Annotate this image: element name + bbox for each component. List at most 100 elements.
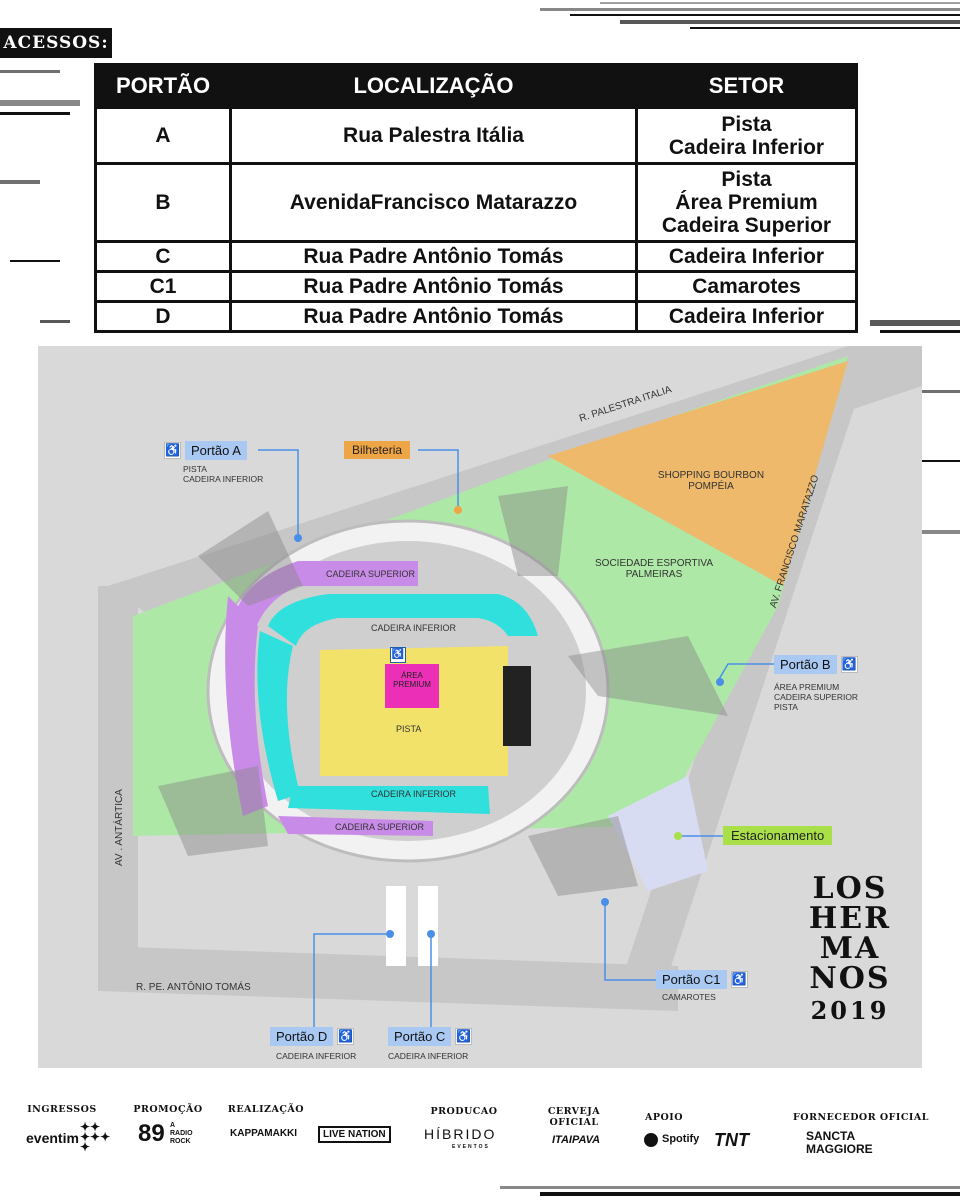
- sector-inferior-top: [268, 594, 538, 646]
- cell-location: Rua Padre Antônio Tomás: [229, 270, 638, 303]
- col-header-portao: PORTÃO: [94, 63, 232, 109]
- table-row: D Rua Padre Antônio Tomás Cadeira Inferi…: [94, 300, 858, 333]
- logo-hibrido: HÍBRIDO: [424, 1126, 497, 1142]
- logo-live-nation: LIVE NATION: [318, 1126, 391, 1143]
- acessos-title: ACESSOS:: [0, 28, 112, 58]
- label-cadeira-inferior-bottom: CADEIRA INFERIOR: [371, 789, 457, 799]
- gate-a: ♿ Portão A: [164, 441, 247, 460]
- cell-sector: Cadeira Inferior: [635, 300, 858, 333]
- logo-itaipava: ITAIPAVA: [552, 1134, 601, 1146]
- map-drawing: [98, 346, 922, 1036]
- entrance-corridor-c: [418, 886, 438, 966]
- entrance-corridor-d: [386, 886, 406, 966]
- cell-sector: Pista Área Premium Cadeira Superior: [635, 162, 858, 243]
- gate-c-sectors: CADEIRA INFERIOR: [388, 1051, 469, 1061]
- gate-d-sectors: CADEIRA INFERIOR: [276, 1051, 357, 1061]
- accessibility-icon: ♿: [337, 1028, 355, 1045]
- connector-gate-c1: [604, 902, 656, 981]
- spotify-icon: [644, 1133, 658, 1147]
- grunge-texture-right: [870, 320, 960, 534]
- sponsor-label-apoio: APOIO: [644, 1112, 683, 1123]
- gate-a-dot: [294, 534, 302, 542]
- gate-c1-dot: [601, 898, 609, 906]
- gate-c: Portão C ♿: [388, 1027, 473, 1046]
- band-logo-line: LOS: [812, 871, 888, 906]
- label-cadeira-inferior-top: CADEIRA INFERIOR: [371, 623, 457, 633]
- parking-area: [608, 776, 708, 891]
- gate-funnel-b: [568, 636, 728, 716]
- sector-pista: [320, 646, 508, 776]
- accessibility-icon-field: ♿: [390, 647, 406, 663]
- sponsors-footer: INGRESSOS eventim ✦✦✦✦✦✦ PROMOÇÃO 89 A R…: [0, 1100, 960, 1180]
- sector-line: Pista: [721, 112, 772, 136]
- cell-location: Rua Palestra Itália: [229, 106, 638, 165]
- logo-spotify: Spotify: [662, 1133, 700, 1145]
- logo-hibrido-sub: EVENTOS: [452, 1144, 490, 1150]
- label-cadeira-superior-top: CADEIRA SUPERIOR: [326, 569, 416, 579]
- estacionamento-dot: [674, 832, 682, 840]
- sector-superior-top: [238, 561, 418, 636]
- cell-gate: B: [94, 162, 232, 243]
- connector-gate-a: [258, 449, 299, 536]
- logo-radio-rock: A RADIO ROCK: [170, 1122, 193, 1145]
- sector-line: Pista: [721, 168, 772, 191]
- col-header-setor: SETOR: [635, 63, 858, 109]
- street-antartica: [98, 586, 138, 986]
- cell-sector: Camarotes: [635, 270, 858, 303]
- accessibility-icon: ♿: [840, 656, 858, 673]
- sector-inferior-bottom: [288, 786, 490, 814]
- sector-superior-bottom: [278, 816, 433, 836]
- label-cadeira-superior-bottom: CADEIRA SUPERIOR: [335, 822, 425, 832]
- gate-d: Portão D ♿: [270, 1027, 355, 1046]
- cell-location: AvenidaFrancisco Matarazzo: [229, 162, 638, 243]
- table-header-row: PORTÃO LOCALIZAÇÃO SETOR: [94, 63, 858, 109]
- shopping-area: [548, 361, 848, 586]
- sector-line: Cadeira Inferior: [668, 135, 825, 159]
- gate-funnel-c1: [528, 816, 638, 896]
- gate-d-label: Portão D: [270, 1027, 334, 1046]
- label-shopping: SHOPPING BOURBON POMPÉIA: [657, 470, 765, 492]
- cell-sector: Pista Cadeira Inferior: [635, 106, 858, 165]
- gate-funnel-b-top: [498, 486, 568, 576]
- gate-b: Portão B ♿: [774, 655, 858, 674]
- accessibility-icon: ♿: [730, 971, 748, 988]
- sector-line: Cadeira Superior: [661, 214, 832, 237]
- cell-location: Rua Padre Antônio Tomás: [229, 240, 638, 273]
- table-row: B AvenidaFrancisco Matarazzo Pista Área …: [94, 162, 858, 243]
- connector-gate-b: [717, 663, 774, 682]
- stadium-map: R. PALESTRA ITALIA AV. FRANCISCO MARATAZ…: [38, 346, 922, 1068]
- band-logo-year: 2019: [810, 996, 890, 1025]
- stage: [503, 666, 531, 746]
- band-logo: LOS HER MA NOS 2019: [800, 874, 900, 1026]
- gate-b-sectors: ÁREA PREMIUM CADEIRA SUPERIOR PISTA: [774, 682, 859, 712]
- gate-a-label: Portão A: [185, 441, 247, 460]
- gate-funnel-a: [198, 511, 303, 606]
- sponsor-label-fornecedor: FORNECEDOR OFICIAL: [793, 1112, 929, 1123]
- band-logo-line: NOS: [809, 961, 891, 996]
- gate-funnel-d: [158, 766, 268, 856]
- sponsor-label-ingressos: INGRESSOS: [27, 1104, 97, 1115]
- gate-d-dot: [386, 930, 394, 938]
- connector-bilheteria: [418, 449, 459, 508]
- street-antonio: [98, 946, 678, 1011]
- col-header-localizacao: LOCALIZAÇÃO: [229, 63, 638, 109]
- label-sociedade: SOCIEDADE ESPORTIVA PALMEIRAS: [595, 558, 713, 580]
- sector-superior-left: [225, 596, 268, 816]
- grunge-texture-left: [0, 70, 80, 323]
- label-street-antonio: R. PE. ANTÔNIO TOMÁS: [136, 982, 251, 993]
- sector-inferior-left: [257, 631, 300, 801]
- sector-line: Área Premium: [675, 191, 818, 214]
- logo-kappamakki: KAPPAMAKKI: [230, 1128, 298, 1139]
- cell-gate: A: [94, 106, 232, 165]
- gate-c1-label: Portão C1: [656, 970, 727, 989]
- band-logo-line: HER: [808, 901, 892, 936]
- cell-gate: C1: [94, 270, 232, 303]
- accessibility-icon: ♿: [455, 1028, 473, 1045]
- tag-estacionamento: Estacionamento: [723, 826, 833, 845]
- accessibility-icon: ♿: [164, 442, 181, 459]
- label-area-premium: ÁREA PREMIUM: [393, 671, 431, 689]
- label-street-antartica: AV . ANTÁRTICA: [114, 789, 125, 866]
- cell-sector: Cadeira Inferior: [635, 240, 858, 273]
- gate-b-dot: [716, 678, 724, 686]
- access-table: PORTÃO LOCALIZAÇÃO SETOR A Rua Palestra …: [94, 63, 858, 333]
